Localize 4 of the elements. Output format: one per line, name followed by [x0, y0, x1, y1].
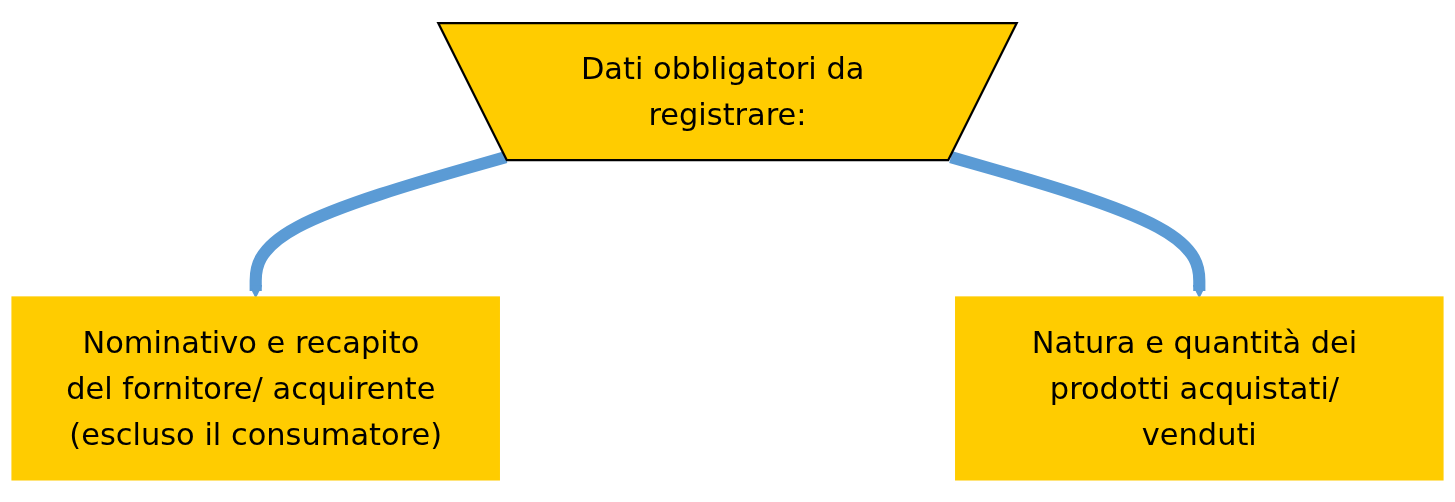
node-box: Natura e quantità dei prodotti acquistati/ venduti: [955, 295, 1444, 481]
arrow: [249, 150, 508, 298]
arrow: [949, 150, 1206, 298]
node-box: Nominativo e recapito del fornitore/ acquirente (escluso il consumatore): [11, 295, 500, 481]
